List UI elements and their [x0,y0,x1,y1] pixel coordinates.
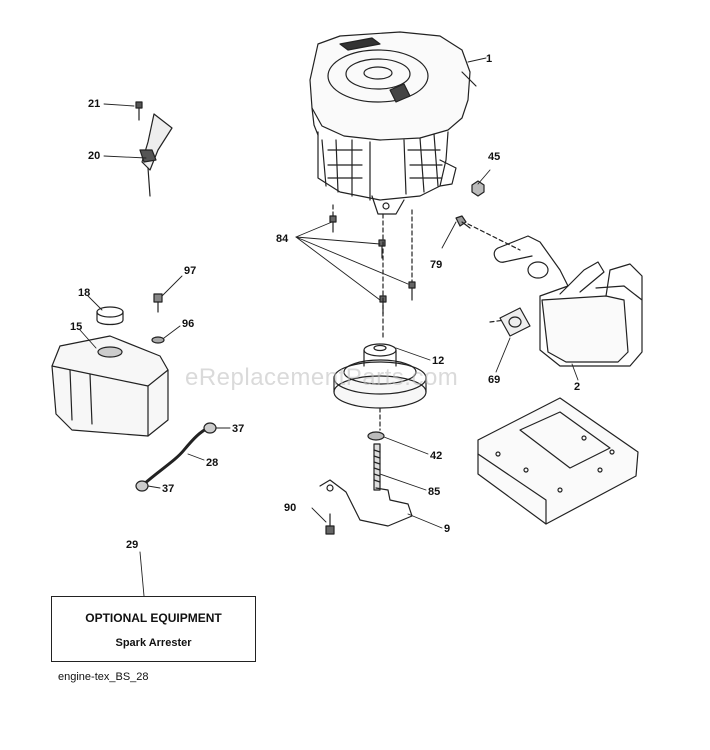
label-37-upper: 37 [232,423,244,435]
fuel-tank-15 [51,335,169,437]
washer-96 [151,336,165,344]
label-12: 12 [432,355,444,367]
bolt-79 [455,215,471,229]
screw-21 [135,101,143,121]
gasket-69 [499,307,531,337]
label-37-lower: 37 [162,483,174,495]
muffler [493,235,643,367]
label-18: 18 [78,287,90,299]
label-21: 21 [88,98,100,110]
label-2: 2 [574,381,580,393]
label-79: 79 [430,259,442,271]
optional-equipment-title: OPTIONAL EQUIPMENT [85,611,222,625]
throttle-bracket-20 [139,113,173,197]
spark-arrester-label: Spark Arrester [115,637,192,649]
fuel-line-28 [135,422,217,492]
label-15: 15 [70,321,82,333]
label-97: 97 [184,265,196,277]
label-96: 96 [182,318,194,330]
diagram-caption: engine-tex_BS_28 [58,671,149,683]
label-1: 1 [486,53,492,65]
label-90: 90 [284,502,296,514]
engine [309,31,477,215]
bracket-9 [319,479,413,527]
label-42: 42 [430,450,442,462]
bolt-90 [325,513,335,535]
mount-plate [477,397,639,525]
pulley-12 [333,343,427,409]
label-9: 9 [444,523,450,535]
fitting-97 [153,293,163,313]
optional-equipment-box: OPTIONAL EQUIPMENT Spark Arrester [51,596,256,662]
washer-42 [367,431,385,441]
label-85: 85 [428,486,440,498]
fuel-cap-18 [96,306,124,326]
bolt-85 [373,443,381,491]
watermark: eReplacementParts.com [185,364,458,391]
label-28: 28 [206,457,218,469]
label-20: 20 [88,150,100,162]
label-29: 29 [126,539,138,551]
label-45: 45 [488,151,500,163]
leader-lines [79,57,579,597]
bolt-45 [471,180,485,197]
label-69: 69 [488,374,500,386]
label-84: 84 [276,233,289,245]
bolts-84 [329,215,416,315]
